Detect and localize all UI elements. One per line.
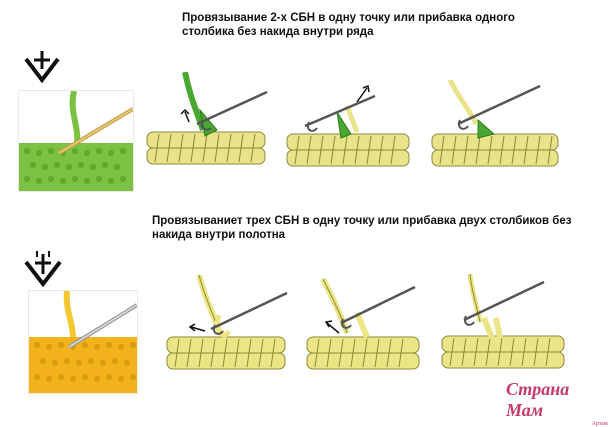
top-step-2-diagram [286, 84, 410, 167]
top-photo [18, 90, 134, 192]
watermark-logo: Страна Мам Архив [506, 379, 610, 427]
bottom-photo [28, 290, 138, 394]
bottom-step-2-diagram [306, 277, 420, 370]
increase-3sc-symbol-icon [24, 251, 62, 288]
bottom-step-1-diagram [166, 275, 288, 370]
top-step-1-diagram [146, 72, 268, 165]
bottom-section-title: Провязываниет трех СБН в одну точку или … [152, 215, 572, 241]
increase-2sc-symbol-icon [24, 51, 60, 84]
top-step-3-diagram [431, 80, 559, 167]
top-section-title: Провязывание 2-х СБН в одну точку или пр… [182, 12, 515, 38]
bottom-step-3-diagram [441, 273, 565, 369]
watermark-small: Архив [591, 421, 608, 427]
watermark-text: Страна Мам [506, 379, 570, 420]
